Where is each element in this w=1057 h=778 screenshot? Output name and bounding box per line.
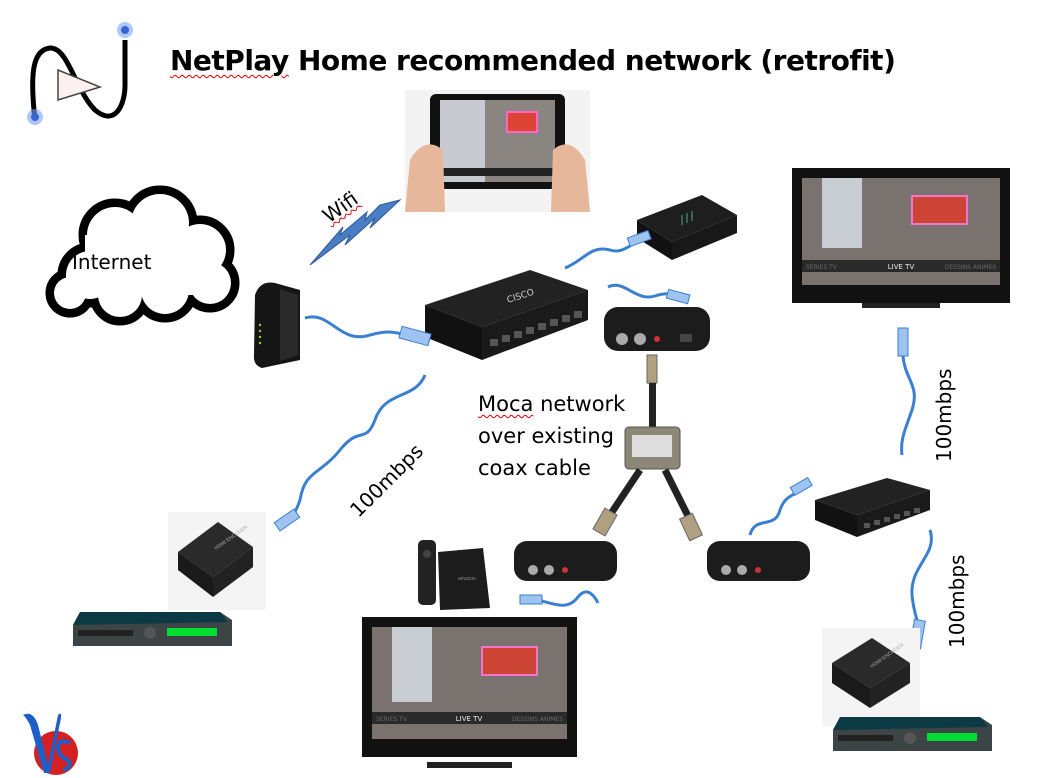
- ethernet-cable-modem: [304, 315, 432, 347]
- ethernet-cable-left: [273, 374, 427, 532]
- moca-line-3: coax cable: [478, 456, 591, 480]
- ethernet-cable-decoder: [564, 229, 652, 270]
- network-switch-right: [815, 478, 930, 537]
- dvd-player-right: [833, 717, 992, 751]
- vs-logo: [23, 713, 78, 775]
- wifi-bolt-icon: [309, 199, 402, 266]
- ethernet-cable-bottom: [519, 590, 600, 607]
- title-brand: NetPlay: [170, 44, 289, 77]
- tv-overlay-label-bottom: LIVE TV: [456, 715, 483, 723]
- amazon-fire-tv: amazon: [418, 540, 490, 610]
- tv-menu-right-label: DESSINS ANIMÉS: [945, 263, 996, 271]
- title-rest: Home recommended network (retrofit): [288, 44, 896, 77]
- ethernet-cable-moca: [607, 283, 691, 305]
- speed-label-right-top: 100mbps: [932, 368, 956, 462]
- tv-menu-left-label-bottom: SÉRIES TV: [376, 715, 408, 723]
- moca-line-1: Moca network: [478, 388, 625, 420]
- moca-line-2: over existing: [478, 424, 614, 448]
- amazon-label: amazon: [458, 576, 476, 582]
- page-title: NetPlay Home recommended network (retrof…: [170, 44, 896, 77]
- tv-overlay-label: LIVE TV: [888, 263, 915, 271]
- tv-menu-left-label: SÉRIES TV: [806, 263, 838, 271]
- moca-network-label: Moca network over existing coax cable: [478, 388, 625, 484]
- tablet-device: [405, 90, 590, 212]
- tv-menu-right-label-bottom: DESSINS ANIMÉS: [512, 715, 563, 723]
- network-switch-main: CISCO: [425, 270, 588, 360]
- hdmi-encoder-left: HDMI ENCODER: [168, 512, 266, 610]
- dvd-player-left: [73, 612, 232, 646]
- hdmi-encoder-right: HDMI ENCODER: [822, 628, 920, 726]
- speed-label-right-bottom: 100mbps: [945, 554, 969, 648]
- moca-adapter-top: [604, 307, 710, 351]
- moca-adapter-bottom-right: [707, 541, 810, 581]
- moca-line-1-rest: network: [533, 392, 626, 416]
- tv-top-right: SÉRIES TV LIVE TV DESSINS ANIMÉS: [792, 168, 1010, 308]
- netplay-logo: [27, 22, 133, 125]
- tv-bottom-center: SÉRIES TV LIVE TV DESSINS ANIMÉS: [362, 617, 577, 768]
- cable-modem: [253, 282, 300, 368]
- coax-splitter: [592, 354, 704, 542]
- internet-cloud: [45, 185, 240, 326]
- decoder-box: [637, 195, 737, 260]
- internet-label: Internet: [72, 250, 152, 274]
- moca-adapter-bottom-left: [514, 541, 617, 581]
- moca-word: Moca: [478, 392, 534, 416]
- ethernet-cable-right-switch: [748, 476, 813, 536]
- ethernet-cable-right-tv: [897, 327, 916, 456]
